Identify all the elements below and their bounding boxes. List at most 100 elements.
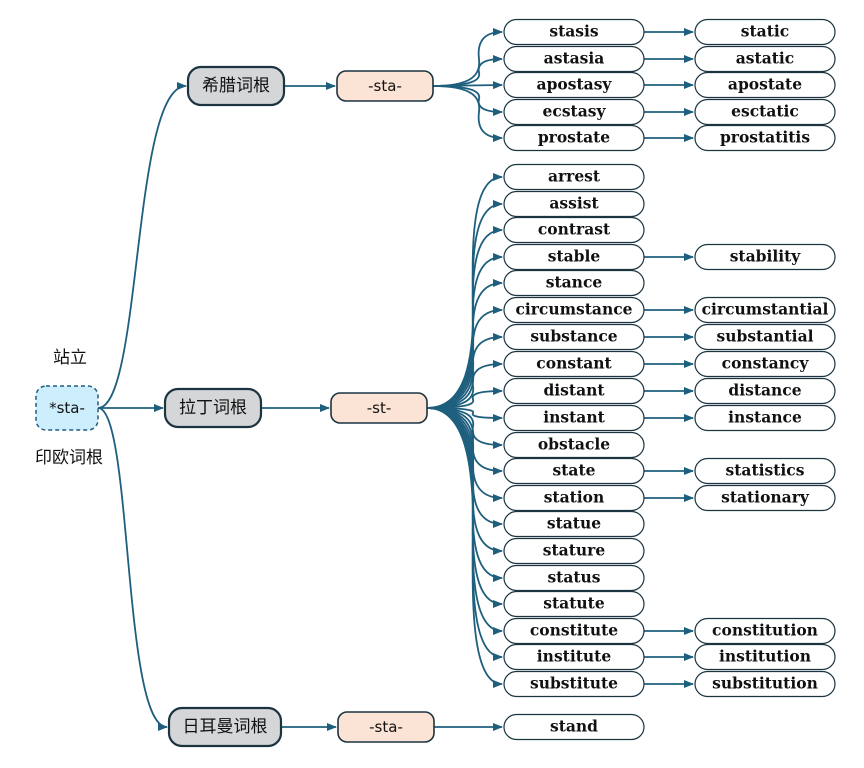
- derivative-label: stability: [730, 247, 802, 266]
- derivative-box: [694, 18, 836, 46]
- word-label: stature: [543, 541, 606, 560]
- derivative-box: [694, 243, 836, 271]
- word-box: [503, 163, 645, 191]
- word-box: [503, 564, 645, 592]
- word-node-prostate: prostate: [503, 124, 645, 152]
- derivative-node-stability: stability: [694, 243, 836, 271]
- derivative-label: distance: [728, 381, 801, 400]
- word-label: assist: [549, 194, 599, 213]
- derivative-label: constancy: [722, 354, 810, 373]
- word-node-astasia: astasia: [503, 45, 645, 73]
- edge-morpheme-to-obstacle: [426, 407, 503, 449]
- word-label: distant: [543, 381, 605, 400]
- word-label: prostate: [538, 128, 610, 147]
- word-label: statue: [547, 514, 601, 533]
- branch-name: 希腊词根: [202, 76, 270, 96]
- branch-node-1: 拉丁词根: [163, 387, 263, 429]
- word-node-assist: assist: [503, 190, 645, 218]
- derivative-node-statistics: statistics: [694, 457, 836, 485]
- word-node-stature: stature: [503, 537, 645, 565]
- word-label: stand: [550, 717, 598, 736]
- derivative-node-stationary: stationary: [694, 484, 836, 512]
- derivative-box: [694, 98, 836, 126]
- word-label: constitute: [530, 621, 618, 640]
- word-node-substance: substance: [503, 323, 645, 351]
- word-node-ecstasy: ecstasy: [503, 98, 645, 126]
- word-box: [503, 484, 645, 512]
- word-node-arrest: arrest: [503, 163, 645, 191]
- word-box: [503, 670, 645, 698]
- edge-morpheme-to-astasia: [432, 55, 503, 87]
- branch-node-box: [186, 65, 286, 107]
- derivative-box: [694, 45, 836, 73]
- word-box: [503, 124, 645, 152]
- word-node-instant: instant: [503, 404, 645, 432]
- derivative-label: esctatic: [731, 102, 799, 121]
- derivative-label: substitution: [712, 674, 818, 693]
- branch-node-0: 希腊词根: [186, 65, 286, 107]
- derivative-label: prostatitis: [720, 128, 810, 147]
- word-label: institute: [537, 647, 612, 666]
- word-node-station: station: [503, 484, 645, 512]
- derivative-node-prostatitis: prostatitis: [694, 124, 836, 152]
- word-label: stasis: [549, 22, 599, 41]
- edges-layer: [97, 28, 694, 731]
- word-label: obstacle: [538, 435, 610, 454]
- derivative-label: circumstantial: [702, 300, 829, 319]
- word-box: [503, 537, 645, 565]
- root-node-box: [35, 385, 99, 431]
- word-label: stance: [546, 273, 603, 292]
- word-box: [503, 457, 645, 485]
- branch-node-box: [163, 387, 263, 429]
- morpheme-label: -sta-: [369, 718, 403, 736]
- word-box: [503, 190, 645, 218]
- word-box: [503, 98, 645, 126]
- word-node-substitute: substitute: [503, 670, 645, 698]
- word-node-obstacle: obstacle: [503, 431, 645, 459]
- word-box: [503, 643, 645, 671]
- word-box: [503, 590, 645, 618]
- edge-root-to-branch-2: [97, 407, 168, 731]
- morpheme-box: [337, 711, 435, 743]
- derivative-node-static: static: [694, 18, 836, 46]
- word-box: [503, 350, 645, 378]
- word-box: [503, 323, 645, 351]
- root-label: *sta-: [49, 399, 85, 417]
- word-node-circumstance: circumstance: [503, 296, 645, 324]
- derivative-label: apostate: [728, 75, 802, 94]
- word-label: instant: [543, 408, 605, 427]
- derivative-label: instance: [728, 408, 802, 427]
- word-node-institute: institute: [503, 643, 645, 671]
- derivative-node-circumstantial: circumstantial: [694, 296, 836, 324]
- derivative-box: [694, 323, 836, 351]
- derivative-node-constancy: constancy: [694, 350, 836, 378]
- edge-morpheme-to-distant: [426, 387, 503, 409]
- branch-name: 日耳曼词根: [183, 717, 268, 737]
- morpheme-box: [330, 392, 428, 424]
- word-box: [503, 617, 645, 645]
- derivative-box: [694, 670, 836, 698]
- word-box: [503, 18, 645, 46]
- word-label: station: [544, 488, 605, 507]
- derivative-node-esctatic: esctatic: [694, 98, 836, 126]
- derivative-label: statistics: [726, 461, 805, 480]
- edge-morpheme-to-prostate: [432, 85, 503, 142]
- morpheme-label: -sta-: [368, 77, 402, 95]
- edge-morpheme-to-stasis: [432, 28, 503, 87]
- word-node-stasis: stasis: [503, 18, 645, 46]
- edge-morpheme-to-instant: [426, 407, 503, 422]
- derivative-node-astatic: astatic: [694, 45, 836, 73]
- word-box: [503, 71, 645, 99]
- edge-morpheme-to-substance: [426, 333, 503, 409]
- derivative-label: astatic: [736, 49, 794, 68]
- derivative-node-substantial: substantial: [694, 323, 836, 351]
- derivative-box: [694, 377, 836, 405]
- word-label: state: [553, 461, 596, 480]
- derivative-node-apostate: apostate: [694, 71, 836, 99]
- word-node-contrast: contrast: [503, 216, 645, 244]
- derivative-node-constitution: constitution: [694, 617, 836, 645]
- word-label: arrest: [548, 167, 601, 186]
- word-box: [503, 45, 645, 73]
- root-meaning: 站立: [53, 348, 87, 368]
- derivative-box: [694, 404, 836, 432]
